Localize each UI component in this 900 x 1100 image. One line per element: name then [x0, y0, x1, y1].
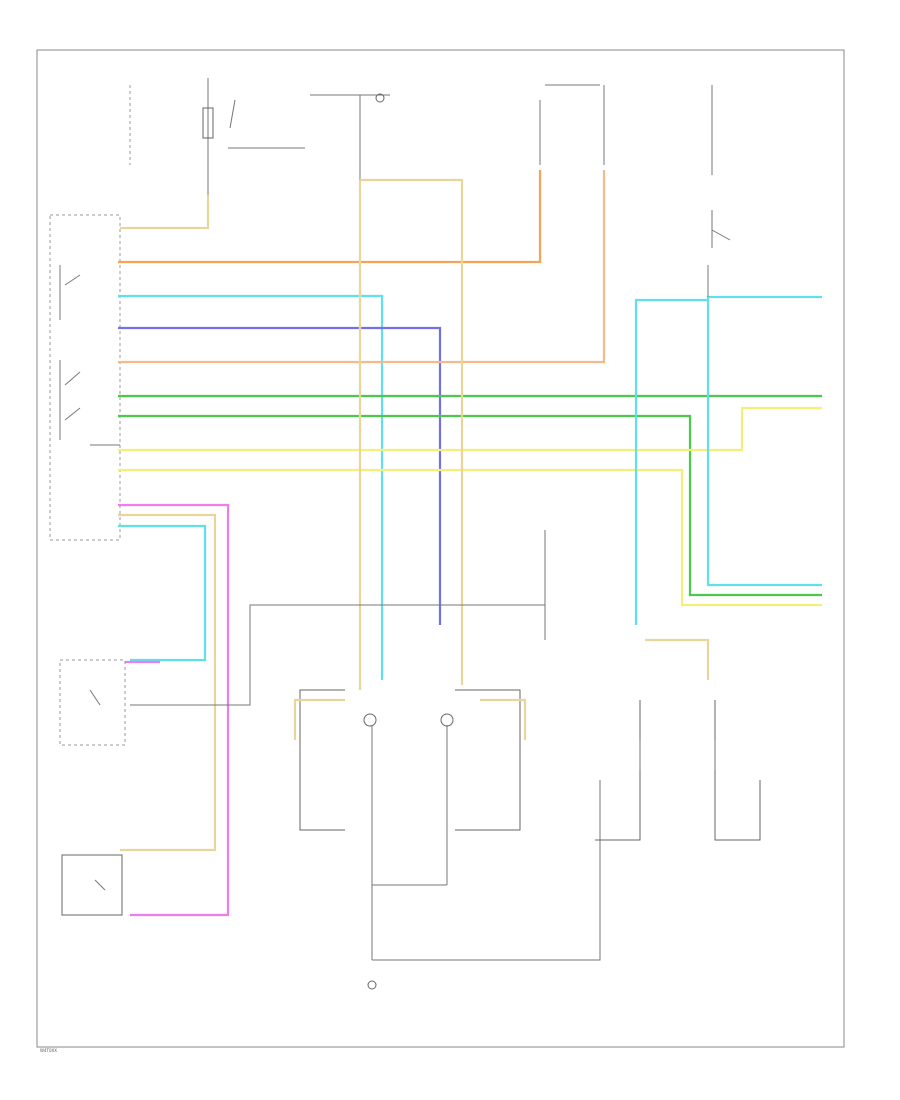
wire-tan-lower — [118, 513, 217, 852]
fuse-stub-4 — [711, 85, 731, 248]
headlamp-switch — [49, 214, 121, 541]
wire-tan-top — [120, 195, 210, 230]
diagram-code: W4T0XX — [40, 1048, 57, 1053]
wire-orange — [118, 170, 542, 264]
ground-wire — [372, 780, 601, 961]
ground-point — [367, 980, 377, 990]
fog-lamp-left — [595, 638, 710, 841]
wire-cyan-branch — [634, 298, 708, 625]
wire-cyan-right — [706, 295, 822, 587]
wire-tan-mid — [360, 178, 464, 685]
left-front-lamp — [293, 689, 377, 960]
wire-blue — [118, 326, 442, 625]
wire-pink — [118, 503, 230, 917]
fuse-stub-3 — [539, 84, 605, 165]
fuse-stub-1 — [202, 78, 305, 200]
fog-switch — [59, 659, 126, 746]
right-front-lamp — [440, 689, 527, 885]
dimmer-switch — [61, 854, 123, 916]
diagram-frame — [36, 49, 845, 1048]
wire-yellow-1 — [118, 406, 822, 452]
wire-gray-control — [130, 604, 545, 706]
wire-yellow-2 — [118, 468, 822, 607]
wire-light-orange — [118, 170, 606, 364]
fog-lamp-right — [714, 700, 761, 841]
wire-cyan-1 — [118, 294, 384, 680]
wire-cyan-2 — [118, 524, 207, 662]
fuse-stub-2 — [310, 93, 390, 180]
wire-green-2 — [118, 414, 822, 597]
